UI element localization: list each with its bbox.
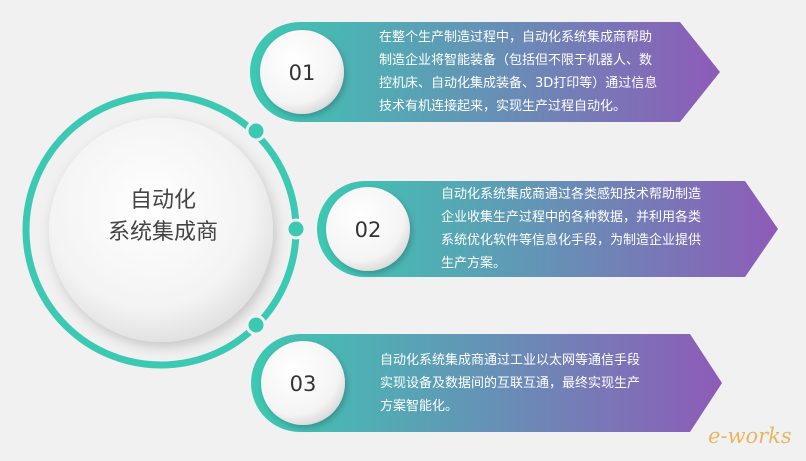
item-3-line-2: 实现设备及数据间的互联互通，最终实现生产 — [380, 376, 641, 391]
item-3-line-1: 自动化系统集成商通过工业以太网等通信手段 — [380, 353, 641, 368]
center-title: 自动化 系统集成商 — [78, 185, 248, 249]
item-2-line-4: 生产方案。 — [441, 256, 507, 271]
item-1-line-3: 控机床、自动化集成装备、3D打印等）通过信息 — [379, 76, 658, 91]
item-band-2 — [317, 181, 778, 277]
number-badge-2 — [326, 187, 410, 271]
item-number-2: 02 — [354, 218, 382, 242]
connector-dot-1 — [245, 120, 267, 142]
item-1-line-2: 制造企业将智能装备（包括但不限于机器人、数 — [379, 53, 653, 68]
item-2-line-1: 自动化系统集成商通过各类感知技术帮助制造 — [441, 187, 702, 202]
eworks-logo: e-works — [708, 424, 792, 448]
connector-dot-3 — [245, 314, 267, 336]
item-text-1: 在整个生产制造过程中，自动化系统集成商帮助 制造企业将智能装备（包括但不限于机器… — [379, 26, 657, 118]
item-text-3: 自动化系统集成商通过工业以太网等通信手段 实现设备及数据间的互联互通，最终实现生… — [380, 349, 640, 418]
center-title-line1: 自动化 — [129, 188, 196, 213]
center-title-line2: 系统集成商 — [107, 220, 218, 245]
item-band-1 — [250, 22, 720, 122]
number-badge-3 — [261, 341, 345, 425]
item-2-line-2: 企业收集生产过程中的各种数据，并利用各类 — [441, 210, 702, 225]
item-band-3 — [251, 334, 723, 432]
item-2-line-3: 系统优化软件等信息化手段，为制造企业提供 — [441, 233, 702, 248]
item-text-2: 自动化系统集成商通过各类感知技术帮助制造 企业收集生产过程中的各种数据，并利用各… — [441, 183, 701, 275]
item-number-1: 01 — [288, 61, 316, 85]
connector-dot-2 — [285, 218, 307, 240]
item-1-line-4: 技术有机连接起来，实现生产过程自动化。 — [379, 99, 627, 114]
item-1-line-1: 在整个生产制造过程中，自动化系统集成商帮助 — [379, 30, 653, 45]
item-3-line-3: 方案智能化。 — [380, 399, 459, 414]
center-disc — [49, 118, 273, 342]
number-badge-1 — [260, 30, 344, 114]
item-number-3: 03 — [289, 372, 317, 396]
